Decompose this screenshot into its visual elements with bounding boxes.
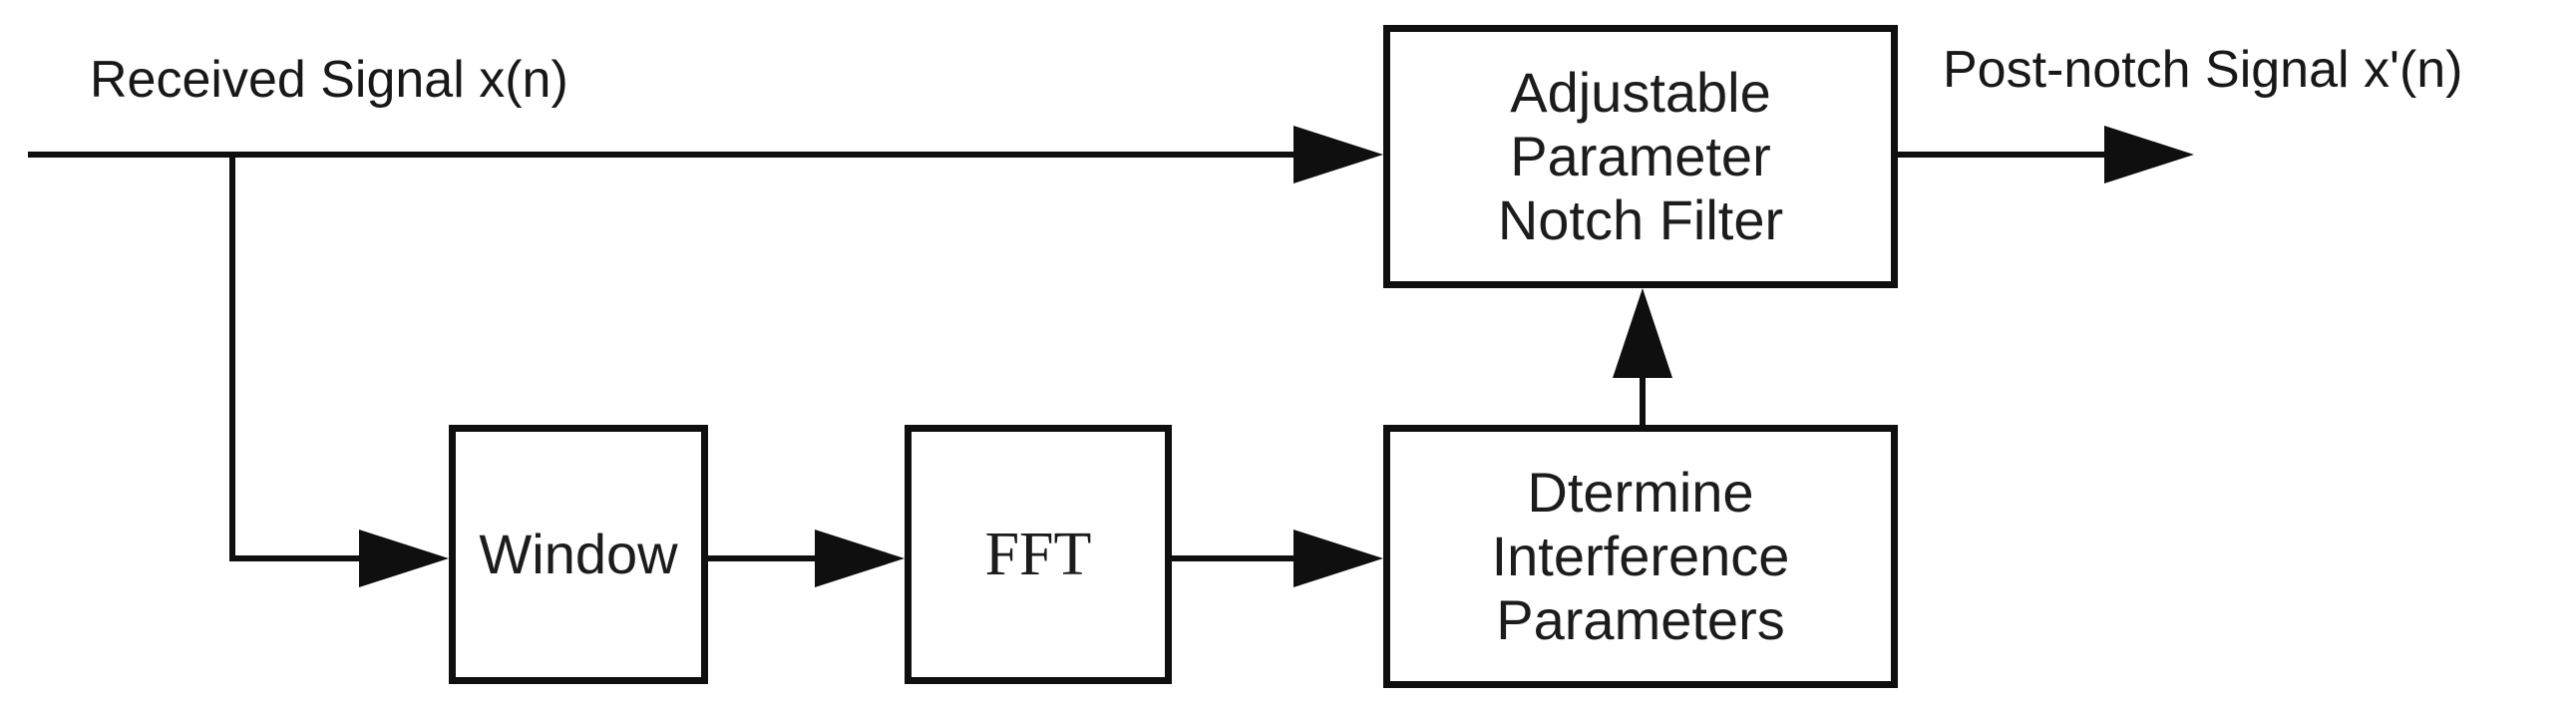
connector-branch-to-window	[229, 555, 364, 561]
block-determine-line-3: Parameters	[1496, 588, 1785, 651]
connector-notch-to-output	[1898, 152, 2109, 158]
block-fft-label: FFT	[984, 521, 1092, 588]
arrowhead-output	[2104, 126, 2194, 183]
block-determine-line-1: Dtermine	[1527, 461, 1754, 524]
block-notch-line-3: Notch Filter	[1497, 188, 1784, 251]
arrowhead-into-window	[359, 530, 449, 587]
connector-input-to-notch	[28, 152, 1296, 158]
arrowhead-into-fft	[815, 530, 905, 587]
connector-determine-to-notch	[1640, 371, 1646, 431]
arrowhead-into-determine	[1293, 530, 1383, 587]
block-notch-line-1: Adjustable	[1510, 61, 1771, 124]
arrowhead-up-into-notch	[1613, 288, 1672, 378]
block-fft: FFT	[905, 425, 1172, 684]
connector-fft-to-determine	[1172, 555, 1296, 561]
label-received-signal: Received Signal x(n)	[90, 51, 568, 109]
arrowhead-into-notch	[1293, 126, 1383, 183]
block-window-label: Window	[479, 523, 678, 585]
connector-branch-vertical	[229, 152, 235, 561]
block-window: Window	[449, 425, 708, 684]
block-determine-line-2: Interference	[1491, 525, 1790, 587]
connector-window-to-fft	[708, 555, 818, 561]
label-post-notch-signal: Post-notch Signal x'(n)	[1943, 41, 2463, 99]
block-adjustable-parameter-notch-filter: Adjustable Parameter Notch Filter	[1383, 25, 1898, 288]
block-notch-line-2: Parameter	[1510, 125, 1771, 187]
block-determine-interference-parameters: Dtermine Interference Parameters	[1383, 425, 1898, 688]
